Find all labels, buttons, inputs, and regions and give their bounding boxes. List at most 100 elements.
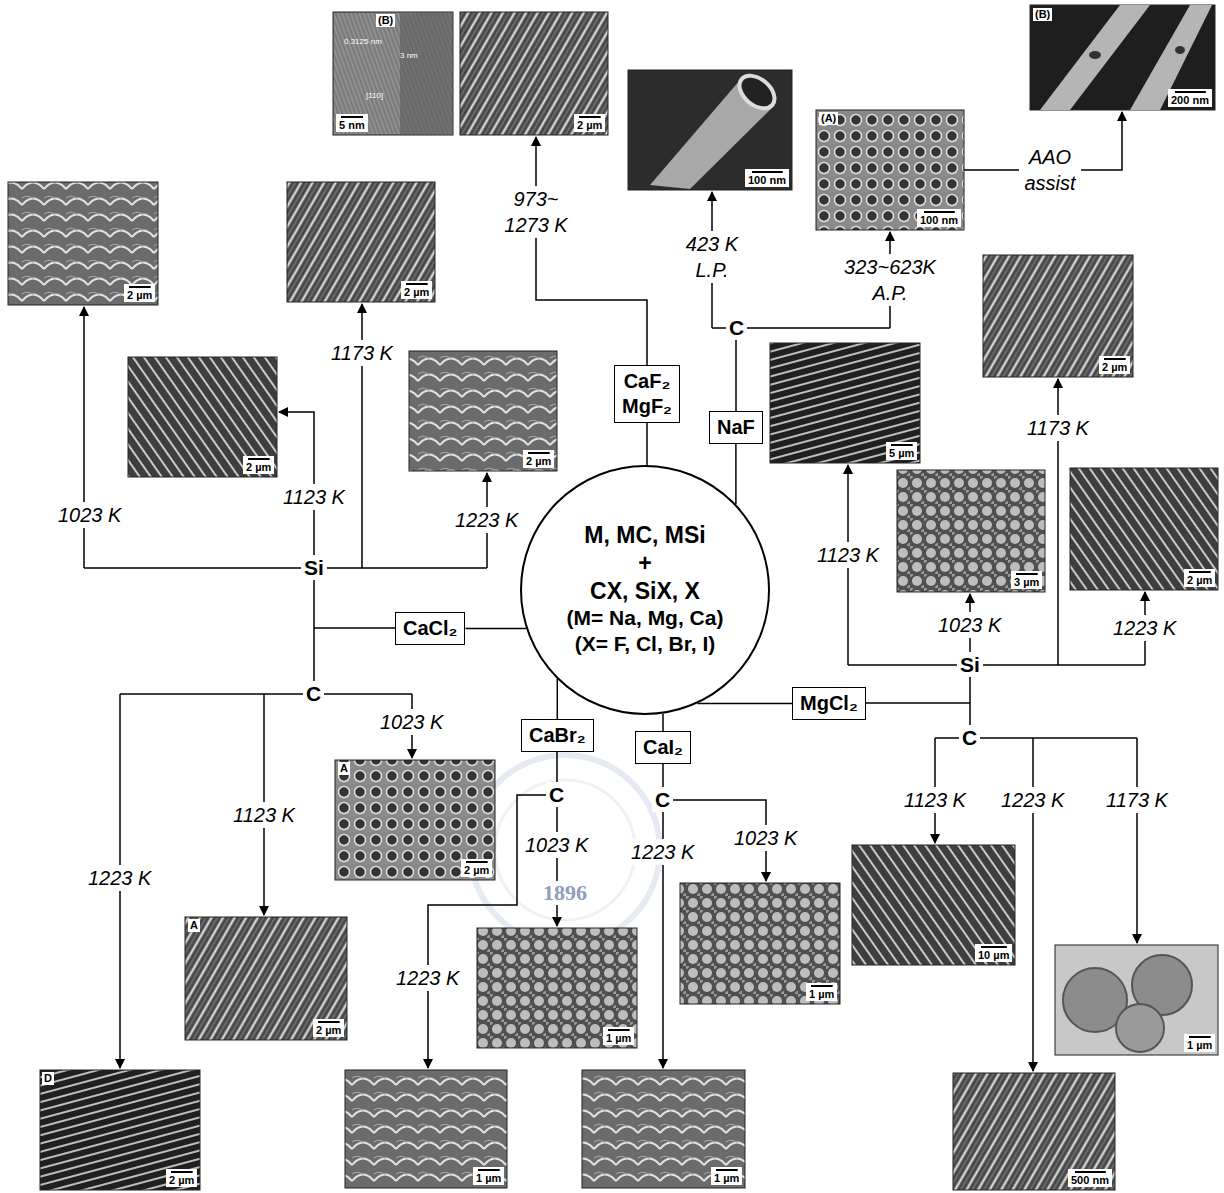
scale-bar: 200 nm <box>1168 89 1212 107</box>
scale-bar: 2 µm <box>243 456 274 474</box>
scale-bar: 2 µm <box>461 859 492 877</box>
sem-image <box>897 470 1045 592</box>
temperature-label: 1173 K <box>1025 415 1091 441</box>
temperature-label: 1173 K <box>329 340 395 366</box>
scale-bar: 2 µm <box>166 1169 197 1187</box>
branch-wire <box>120 693 412 695</box>
temperature-label: 323~623K A.P. <box>838 254 942 306</box>
branch-wire <box>83 307 85 568</box>
lattice-annotation: 0.3125 nm <box>344 38 382 47</box>
scale-bar: 2 µm <box>1099 356 1130 374</box>
connector <box>697 703 792 705</box>
tube-hole <box>1089 51 1101 59</box>
element-label: C <box>303 681 324 706</box>
node-text: CaI₂ <box>643 735 683 760</box>
branch-wire <box>536 137 647 394</box>
node-text: CaCl₂ <box>403 616 457 641</box>
scale-bar: 5 nm <box>336 114 368 132</box>
sem-image <box>185 917 347 1040</box>
temperature-label: 423 K L.P. <box>681 231 743 283</box>
sem-image <box>983 255 1133 377</box>
connector <box>646 423 648 465</box>
element-label: C <box>959 725 980 750</box>
temperature-label: 1023 K <box>732 825 799 851</box>
temperature-label: 1123 K <box>815 542 881 568</box>
temperature-label: 1223 K <box>453 507 520 533</box>
node-text: + <box>638 550 651 578</box>
sem-image <box>680 883 840 1004</box>
panel-letter: (B) <box>1033 8 1052 21</box>
node-text: M, MC, MSi <box>584 522 705 550</box>
temperature-label: 1223 K <box>629 839 696 865</box>
salt-box: CaF₂ MgF₂ <box>614 365 680 423</box>
branch-wire <box>848 664 1145 666</box>
salt-box: NaF <box>709 411 763 444</box>
hrtem-image <box>333 12 453 135</box>
element-label: Si <box>301 555 327 580</box>
node-text: MgCl₂ <box>800 691 858 716</box>
salt-box: CaBr₂ <box>521 719 594 752</box>
element-label: Si <box>957 652 983 677</box>
reactant-circle: M, MC, MSi+CX, SiX, X(M= Na, Mg, Ca)(X= … <box>520 465 770 715</box>
scale-bar: 2 µm <box>523 450 554 468</box>
sem-image <box>1030 5 1215 110</box>
sem-image <box>128 357 277 477</box>
branch-wire <box>556 795 558 926</box>
panel-letter: A <box>188 919 200 932</box>
temperature-label: AAO assist <box>1019 144 1081 196</box>
scale-bar: 10 µm <box>975 944 1012 962</box>
temperature-label: 1223 K <box>1111 615 1178 641</box>
scale-bar: 3 µm <box>1011 571 1042 589</box>
scale-bar: 1 µm <box>603 1027 634 1045</box>
temperature-label: 1123 K <box>231 802 297 828</box>
scale-bar: 2 µm <box>313 1019 344 1037</box>
scale-bar: 100 nm <box>917 209 961 227</box>
sem-image <box>1055 945 1218 1055</box>
connector <box>557 679 559 719</box>
tube-band <box>1040 5 1150 110</box>
sem-image <box>345 1070 507 1188</box>
node-text: CX, SiX, X <box>590 578 700 606</box>
temperature-label: 1023 K <box>378 709 445 735</box>
salt-box: MgCl₂ <box>792 687 866 720</box>
sem-image <box>40 1070 200 1190</box>
lattice-annotation: 3 nm <box>400 52 418 61</box>
scale-bar: 100 nm <box>745 169 789 187</box>
element-label: C <box>546 782 567 807</box>
scale-bar: 1 µm <box>473 1167 504 1185</box>
sem-image <box>770 343 920 463</box>
scale-bar: 1 µm <box>1184 1034 1215 1052</box>
sem-image <box>816 110 964 230</box>
connector <box>735 444 737 504</box>
branch-wire <box>1136 738 1138 943</box>
scale-bar: 2 µm <box>574 114 605 132</box>
temperature-label: 1023 K <box>523 832 590 858</box>
scale-bar: 2 µm <box>124 284 155 302</box>
panel-letter: (B) <box>376 14 395 27</box>
sem-image <box>335 760 495 880</box>
element-label: C <box>726 315 747 340</box>
temperature-label: 1023 K <box>936 612 1003 638</box>
element-label: C <box>652 787 673 812</box>
temperature-label: 1223 K <box>86 865 153 891</box>
tube-hole <box>1175 46 1185 54</box>
watermark: 1896 <box>541 881 589 905</box>
sem-image <box>628 70 792 190</box>
node-text: (M= Na, Mg, Ca) <box>567 605 724 631</box>
connector <box>466 628 527 630</box>
sem-image <box>477 928 637 1048</box>
sem-image <box>953 1073 1115 1190</box>
tube-band <box>1130 5 1212 110</box>
sem-image <box>460 12 608 135</box>
watermark-emblem <box>495 780 635 920</box>
node-text: CaF₂ MgF₂ <box>622 369 672 419</box>
panel-letter: (A) <box>819 112 838 125</box>
branch-wire <box>313 568 315 694</box>
node-text: CaBr₂ <box>529 723 586 748</box>
sem-image <box>287 182 435 302</box>
scale-bar: 5 µm <box>886 442 917 460</box>
nanotube-opening <box>733 69 780 115</box>
sphere-particle <box>1116 1004 1164 1052</box>
temperature-label: 1173 K <box>1104 787 1170 813</box>
sem-image <box>582 1070 745 1188</box>
